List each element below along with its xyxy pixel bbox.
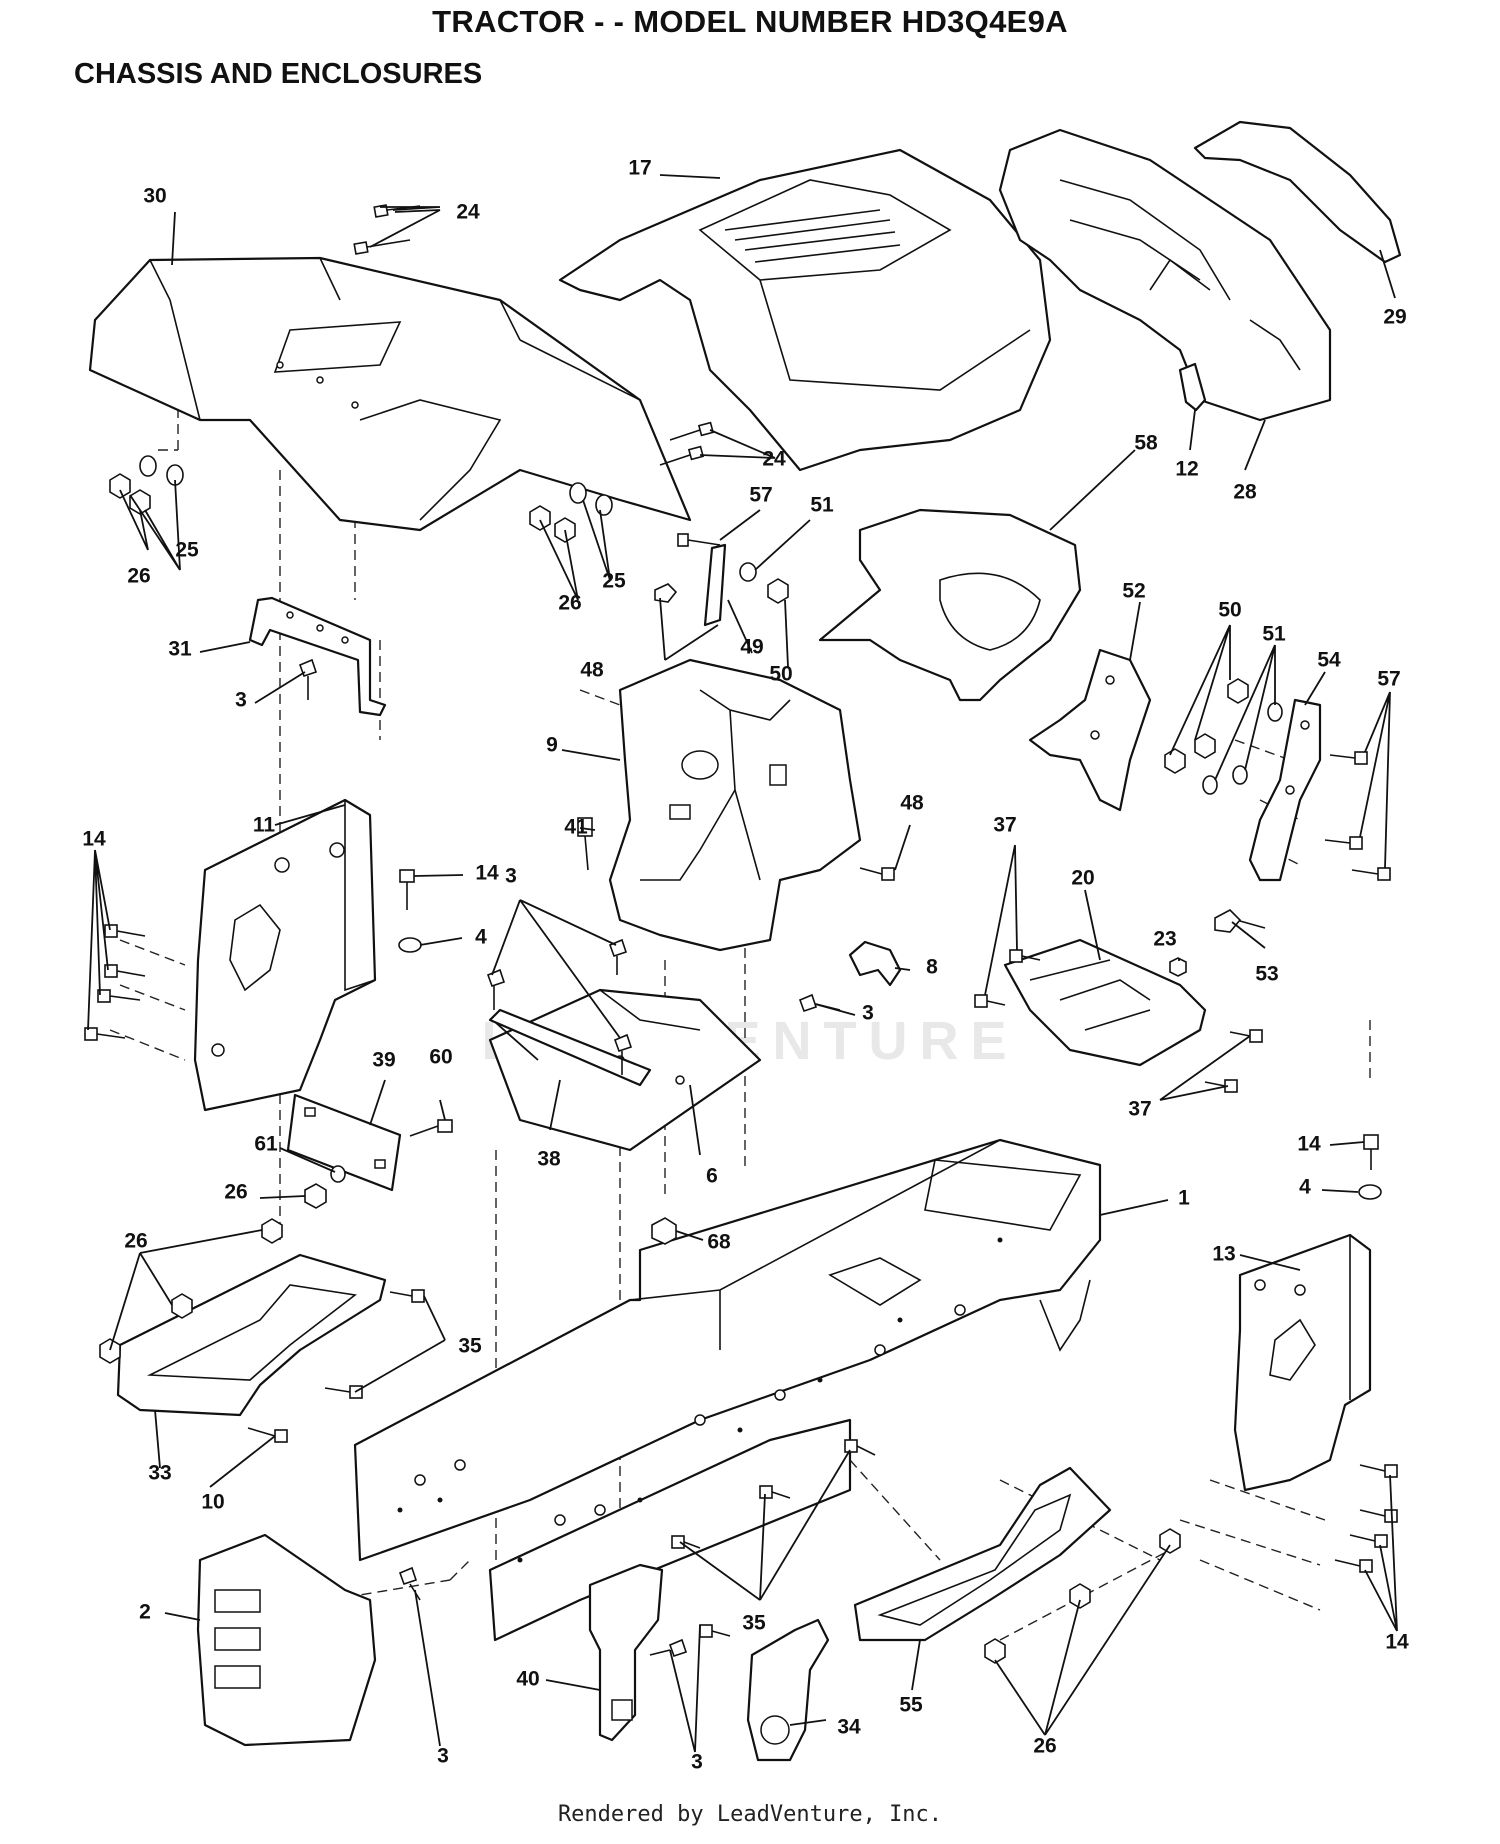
callout-17: 17 — [628, 157, 651, 180]
callout-1: 1 — [1178, 1187, 1190, 1210]
callout-52-center: 51 — [810, 494, 834, 517]
callout-4-left: 4 — [475, 926, 487, 949]
callout-24-top: 24 — [456, 201, 480, 224]
part-30-rear-fender — [88, 256, 692, 532]
part-17-hood — [558, 148, 1052, 472]
part-33-footrest — [116, 1253, 387, 1417]
callout-26-footrest-left: 26 — [124, 1230, 147, 1253]
callout-51-center: 50 — [769, 663, 792, 686]
part-20-plate — [1003, 938, 1207, 1067]
callout-38: 40 — [516, 1668, 539, 1691]
callout-40: 38 — [537, 1148, 561, 1171]
part-12-latch — [1178, 362, 1207, 412]
callout-3-mid: 3 — [862, 1002, 874, 1025]
callout-26-footrest-right: 26 — [1033, 1735, 1056, 1758]
callout-26-plate: 26 — [224, 1181, 247, 1204]
callout-14-center: 14 — [475, 862, 499, 885]
callout-14-left: 14 — [82, 828, 106, 851]
callout-48: 41 — [564, 816, 588, 839]
callout-24-right: 24 — [762, 448, 786, 471]
callout-3-front: 3 — [437, 1745, 449, 1768]
callout-11: 11 — [253, 814, 276, 837]
part-55-bracket — [1248, 698, 1322, 882]
callout-58: 58 — [1134, 432, 1158, 455]
callout-4-right: 4 — [1299, 1176, 1311, 1199]
callout-37-top: 37 — [993, 814, 1016, 837]
callout-57-center: 57 — [749, 484, 772, 507]
callout-leaders — [87, 174, 1398, 1753]
callout-35-bottom: 35 — [742, 1612, 766, 1635]
part-40-seat-rail — [488, 1008, 652, 1087]
part-29-front-bumper — [1193, 120, 1402, 264]
callout-25-left: 25 — [175, 539, 199, 562]
callout-28: 28 — [1233, 481, 1257, 504]
callout-54: 53 — [1255, 963, 1278, 986]
callout-50: 49 — [740, 636, 763, 659]
callout-29: 29 — [1383, 306, 1406, 329]
part-2-front-plate — [196, 1533, 377, 1747]
part-1-main-frame — [353, 1138, 1102, 1642]
callout-23: 23 — [1153, 928, 1176, 951]
callout-31: 31 — [168, 638, 192, 661]
callout-20: 20 — [1071, 867, 1094, 890]
callout-61: 61 — [254, 1133, 278, 1156]
part-9-dash-panel — [608, 658, 862, 952]
part-41-plate — [286, 1093, 402, 1192]
callout-3-bracket: 3 — [235, 689, 247, 712]
callout-49-right: 48 — [900, 792, 924, 815]
part-31-bracket — [248, 596, 387, 717]
callout-57-right: 57 — [1377, 668, 1400, 691]
callout-30: 30 — [143, 185, 166, 208]
callout-2: 2 — [139, 1601, 151, 1624]
callout-37-bottom: 37 — [1128, 1098, 1151, 1121]
callout-53: 52 — [1122, 580, 1145, 603]
callout-labels: 30 24 17 29 12 28 58 24 57 51 25 26 25 2… — [82, 157, 1409, 1774]
section-title: CHASSIS AND ENCLOSURES — [74, 58, 483, 90]
callout-10: 10 — [201, 1491, 224, 1514]
callout-9: 9 — [546, 734, 558, 757]
callout-55: 54 — [1317, 649, 1341, 672]
callout-14-right-top: 14 — [1297, 1133, 1321, 1156]
callout-26-left: 26 — [127, 565, 150, 588]
callout-51-right: 50 — [1218, 599, 1241, 622]
callout-25-right: 25 — [602, 570, 626, 593]
callout-41: 39 — [372, 1049, 395, 1072]
part-58-shield — [818, 508, 1082, 702]
hardware-fasteners — [84, 204, 1398, 1664]
callout-13: 13 — [1212, 1243, 1235, 1266]
callout-34: 55 — [899, 1694, 923, 1717]
callout-35-left: 35 — [458, 1335, 482, 1358]
part-13-side-panel — [1233, 1233, 1372, 1492]
callout-39: 34 — [837, 1716, 861, 1739]
callout-6: 6 — [706, 1165, 718, 1188]
callout-8: 8 — [926, 956, 938, 979]
part-11-side-panel — [193, 798, 377, 1112]
part-38-bracket — [588, 1563, 664, 1742]
callout-49-top: 48 — [580, 659, 604, 682]
callout-68: 68 — [707, 1231, 731, 1254]
part-34-footrest — [853, 1466, 1112, 1642]
part-53-bracket — [1028, 648, 1152, 812]
part-39-bracket — [746, 1618, 830, 1762]
callout-60: 60 — [429, 1046, 452, 1069]
callout-52-right: 51 — [1262, 623, 1286, 646]
page-title: TRACTOR - - MODEL NUMBER HD3Q4E9A — [432, 4, 1068, 39]
callout-33: 33 — [148, 1462, 171, 1485]
callout-26-right: 26 — [558, 592, 581, 615]
callout-3-seat: 3 — [505, 865, 517, 888]
callout-3-bottom: 3 — [691, 1751, 703, 1774]
callout-14-right-bottom: 14 — [1385, 1631, 1409, 1654]
part-8-clip — [848, 940, 902, 987]
footer-credit: Rendered by LeadVenture, Inc. — [557, 1802, 943, 1827]
callout-12: 12 — [1175, 458, 1198, 481]
